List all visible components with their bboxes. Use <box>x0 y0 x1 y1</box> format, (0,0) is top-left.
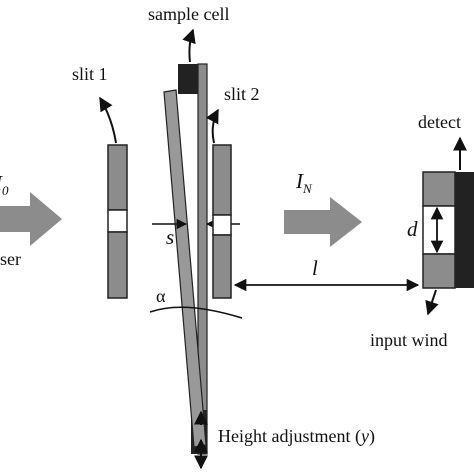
sample-cell-pointer <box>182 28 196 63</box>
in-label: IN <box>295 169 313 196</box>
transmitted-beam-arrow <box>284 197 362 247</box>
slit-1-pointer <box>99 96 117 144</box>
slit-1-label: slit 1 <box>72 64 108 84</box>
height-adjustment-label: Height adjustment (y) <box>218 426 375 447</box>
slit-2-label: slit 2 <box>224 84 260 104</box>
sample-cell-label: sample cell <box>148 4 229 24</box>
s-label: s <box>166 225 174 249</box>
alpha-label: α <box>156 286 166 306</box>
alpha-arc <box>149 306 243 319</box>
input-window-label: input wind <box>370 330 448 350</box>
d-label: d <box>407 217 418 241</box>
detector-label: detect <box>418 112 461 132</box>
incident-beam-arrow <box>0 192 62 246</box>
l-label: l <box>312 256 318 280</box>
sample-cell <box>163 63 208 455</box>
i0-label: I0 <box>0 171 9 198</box>
slit-2 <box>212 144 232 299</box>
detector <box>422 171 474 289</box>
laser-label: ser <box>0 249 21 269</box>
slit-2-pointer <box>205 108 219 144</box>
slit-1 <box>107 144 128 299</box>
input-window-pointer <box>425 289 439 316</box>
